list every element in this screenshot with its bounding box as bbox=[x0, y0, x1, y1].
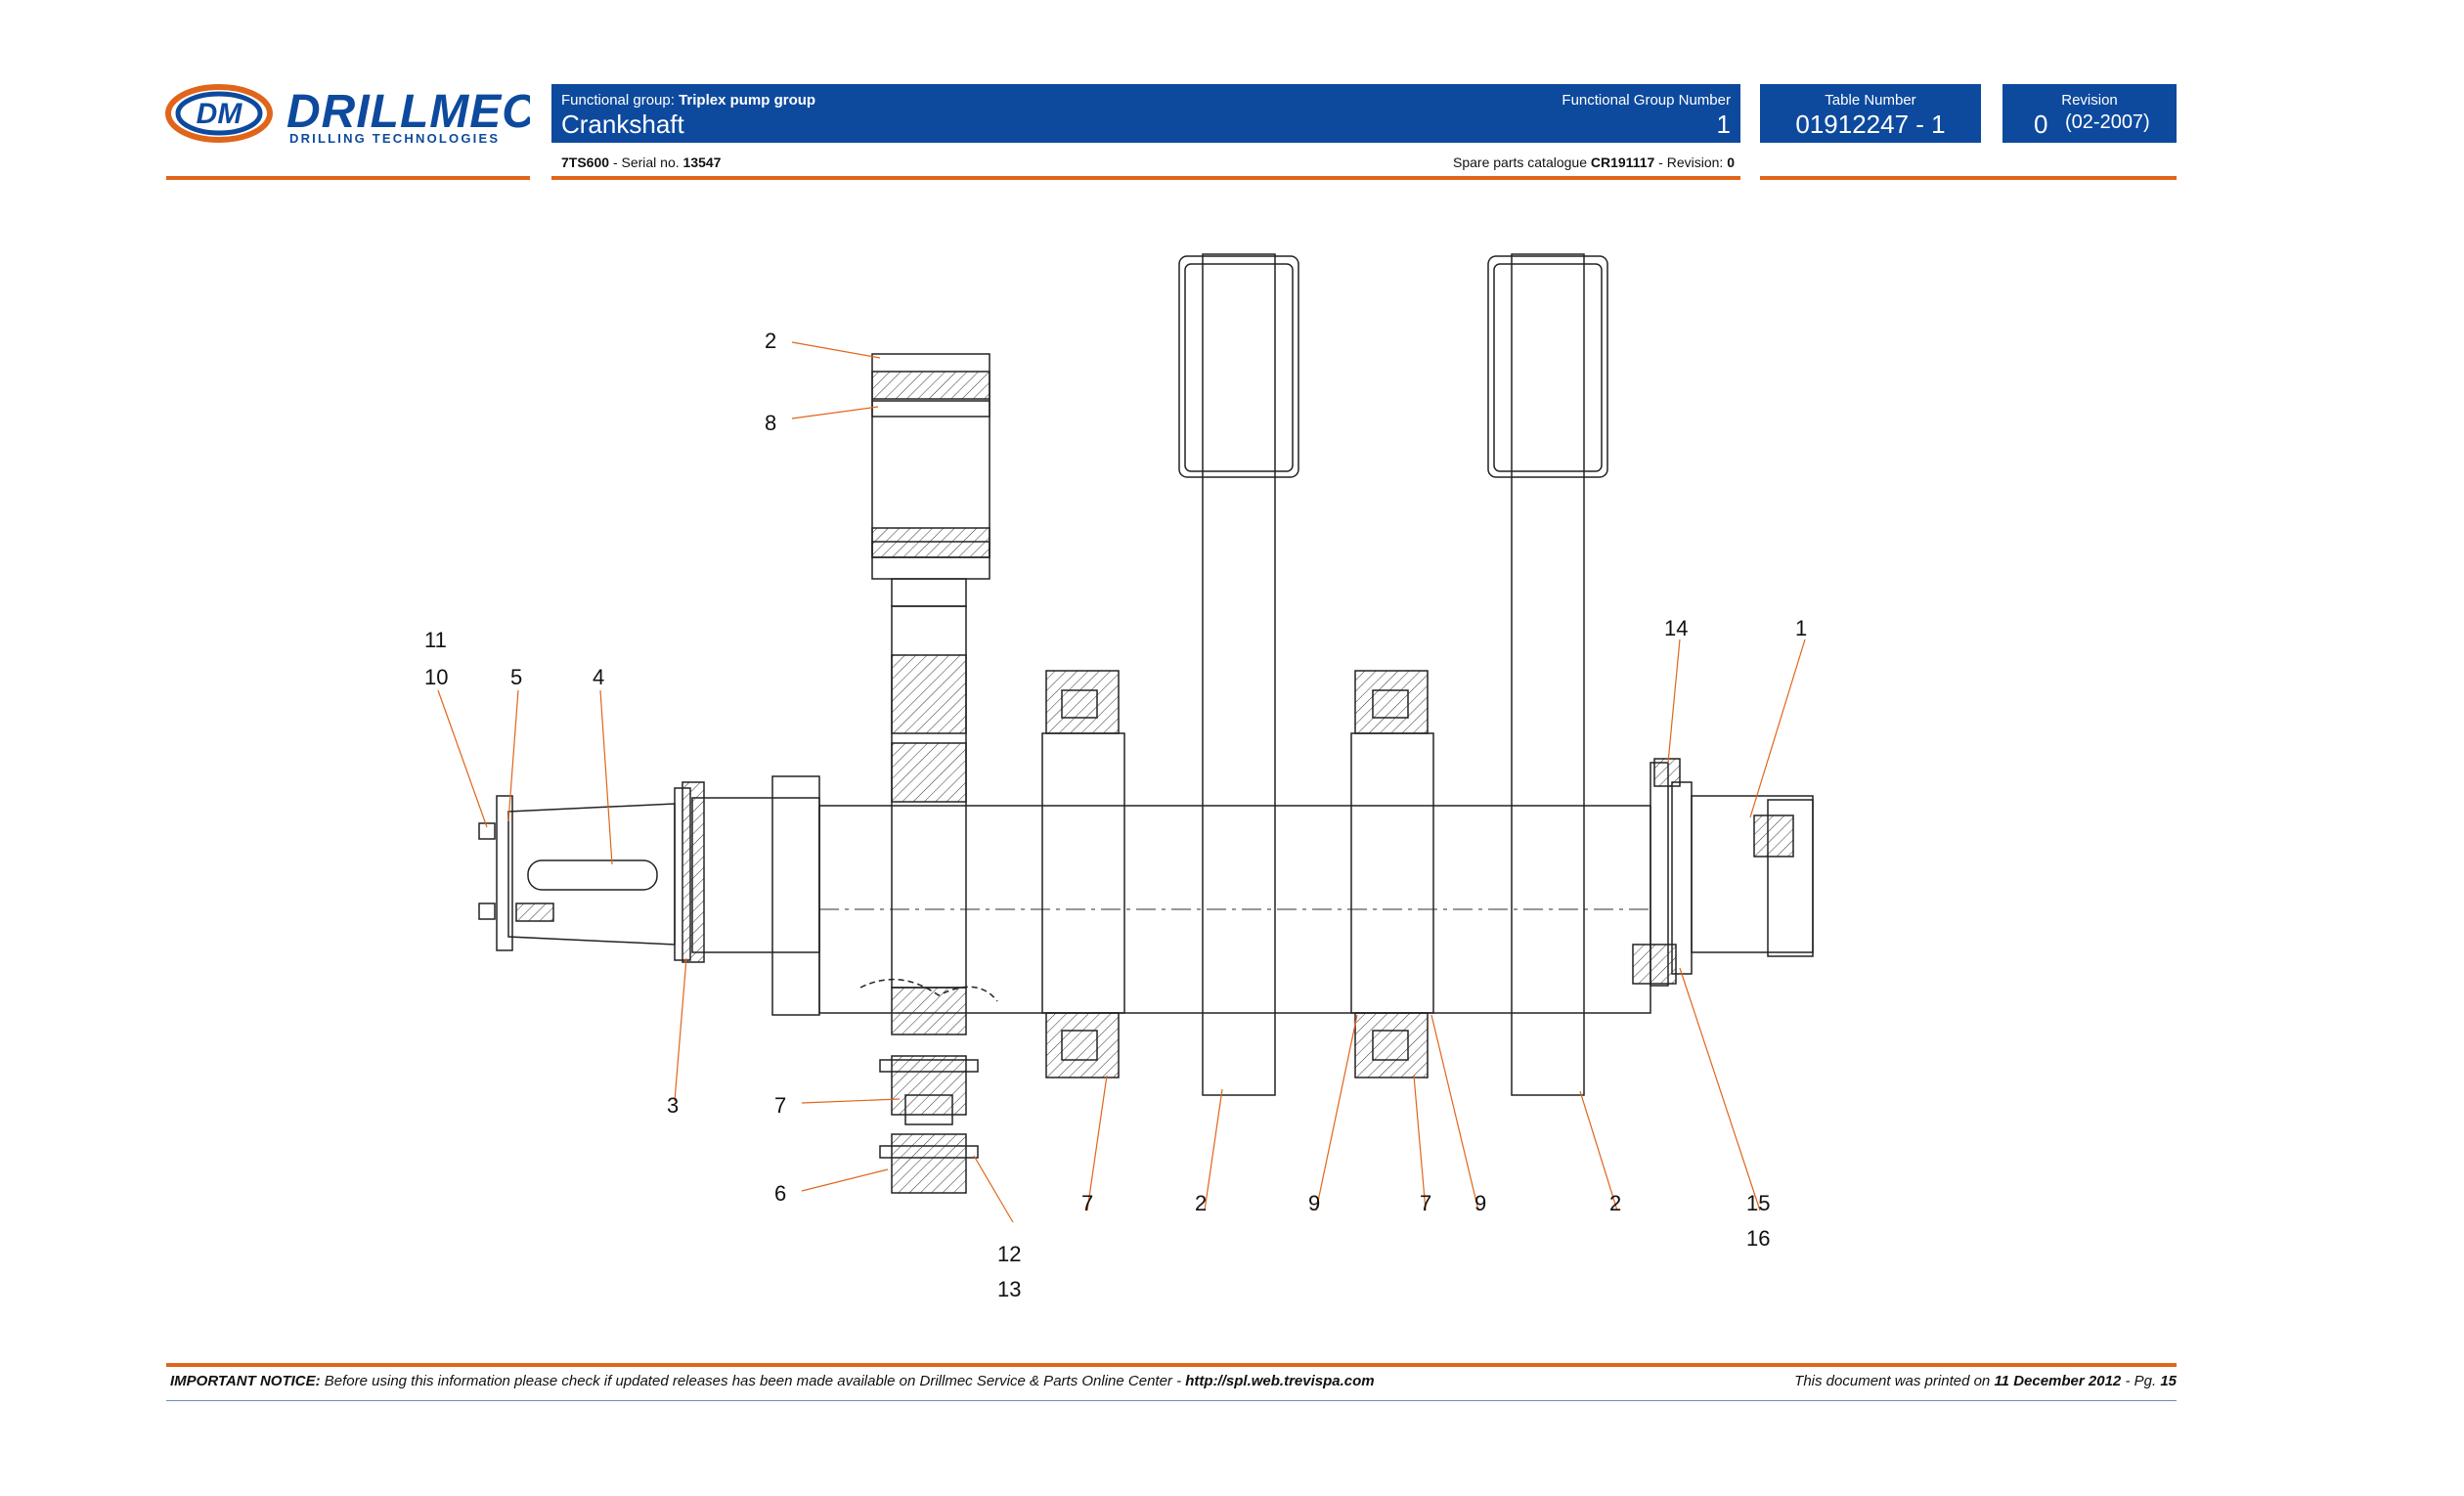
svg-text:DM: DM bbox=[197, 98, 243, 130]
callout-3: 3 bbox=[667, 1093, 679, 1118]
functional-group-value: Triplex pump group bbox=[679, 92, 816, 109]
callout-13: 13 bbox=[997, 1277, 1021, 1301]
catalogue-label: Spare parts catalogue bbox=[1453, 154, 1587, 170]
functional-group-number: 1 bbox=[1716, 110, 1731, 139]
model: 7TS600 bbox=[561, 154, 610, 170]
print-info: This document was printed on 11 December… bbox=[1794, 1373, 2177, 1389]
header-revision: Revision 0 (02-2007) bbox=[2002, 84, 2177, 143]
page-title: Crankshaft bbox=[561, 110, 684, 139]
connecting-rod-2 bbox=[1511, 253, 1585, 1096]
logo-divider bbox=[166, 176, 530, 180]
callout-2-gear: 2 bbox=[765, 329, 776, 353]
functional-group-label: Functional group: bbox=[561, 92, 675, 109]
printed-label: This document was printed on bbox=[1794, 1373, 1991, 1389]
notice-url-link[interactable]: http://spl.web.trevispa.com bbox=[1185, 1373, 1375, 1389]
callout-10: 10 bbox=[424, 665, 448, 689]
logo-tagline: DRILLING TECHNOLOGIES bbox=[289, 131, 500, 146]
callout-7-bearing-right: 7 bbox=[1420, 1191, 1431, 1215]
callout-7-gear: 7 bbox=[774, 1093, 786, 1118]
connecting-rod-1 bbox=[1202, 253, 1276, 1096]
revision-label: Revision bbox=[2061, 92, 2118, 109]
callout-2-rod-left: 2 bbox=[1195, 1191, 1207, 1215]
page-number: 15 bbox=[2160, 1373, 2177, 1389]
callout-12: 12 bbox=[997, 1242, 1021, 1266]
logo-brand: DRILLMEC bbox=[286, 86, 530, 138]
callout-8: 8 bbox=[765, 411, 776, 435]
revision-date: (02-2007) bbox=[2065, 111, 2150, 133]
callout-5: 5 bbox=[510, 665, 522, 689]
header-divider bbox=[551, 176, 1740, 180]
callout-14: 14 bbox=[1664, 616, 1688, 640]
footer-bottom-rule bbox=[166, 1400, 2177, 1401]
callout-9-left: 9 bbox=[1308, 1191, 1320, 1215]
functional-group-line: Functional group: Triplex pump group bbox=[561, 92, 815, 109]
footer-divider bbox=[166, 1363, 2177, 1367]
catalogue-revision-label: - Revision: bbox=[1658, 154, 1724, 170]
callout-4: 4 bbox=[593, 665, 604, 689]
page-label: - Pg. bbox=[2125, 1373, 2157, 1389]
table-number-value: 01912247 - 1 bbox=[1795, 110, 1946, 139]
callout-16: 16 bbox=[1746, 1226, 1770, 1251]
header-table-number: Table Number 01912247 - 1 bbox=[1760, 84, 1981, 143]
catalogue-info: Spare parts catalogue CR191117 - Revisio… bbox=[1173, 154, 1735, 170]
header-divider-right bbox=[1760, 176, 2177, 180]
serial-number: 13547 bbox=[682, 154, 722, 170]
functional-group-number-label: Functional Group Number bbox=[1562, 92, 1731, 109]
model-serial: 7TS600 - Serial no. 13547 bbox=[561, 154, 721, 170]
callout-2-rod-right: 2 bbox=[1609, 1191, 1621, 1215]
header-functional-group: Functional group: Triplex pump group Cra… bbox=[551, 84, 1740, 143]
table-number-label: Table Number bbox=[1825, 92, 1916, 109]
drillmec-logo: DM DRILLMEC DRILLING TECHNOLOGIES bbox=[164, 78, 536, 151]
notice-label: IMPORTANT NOTICE: bbox=[170, 1373, 321, 1389]
important-notice: IMPORTANT NOTICE: Before using this info… bbox=[170, 1373, 1375, 1389]
notice-text: Before using this information please che… bbox=[324, 1373, 1182, 1389]
revision-number: 0 bbox=[2034, 110, 2048, 139]
catalogue-number: CR191117 bbox=[1590, 154, 1655, 170]
callout-11: 11 bbox=[424, 628, 447, 652]
callout-1: 1 bbox=[1795, 616, 1807, 640]
callout-7-bearing-left: 7 bbox=[1081, 1191, 1093, 1215]
callout-9-right: 9 bbox=[1474, 1191, 1486, 1215]
printed-date: 11 December 2012 bbox=[1994, 1373, 2122, 1389]
catalogue-revision: 0 bbox=[1727, 154, 1735, 170]
serial-label: - Serial no. bbox=[612, 154, 680, 170]
callout-15: 15 bbox=[1746, 1191, 1770, 1215]
callout-6: 6 bbox=[774, 1181, 786, 1206]
